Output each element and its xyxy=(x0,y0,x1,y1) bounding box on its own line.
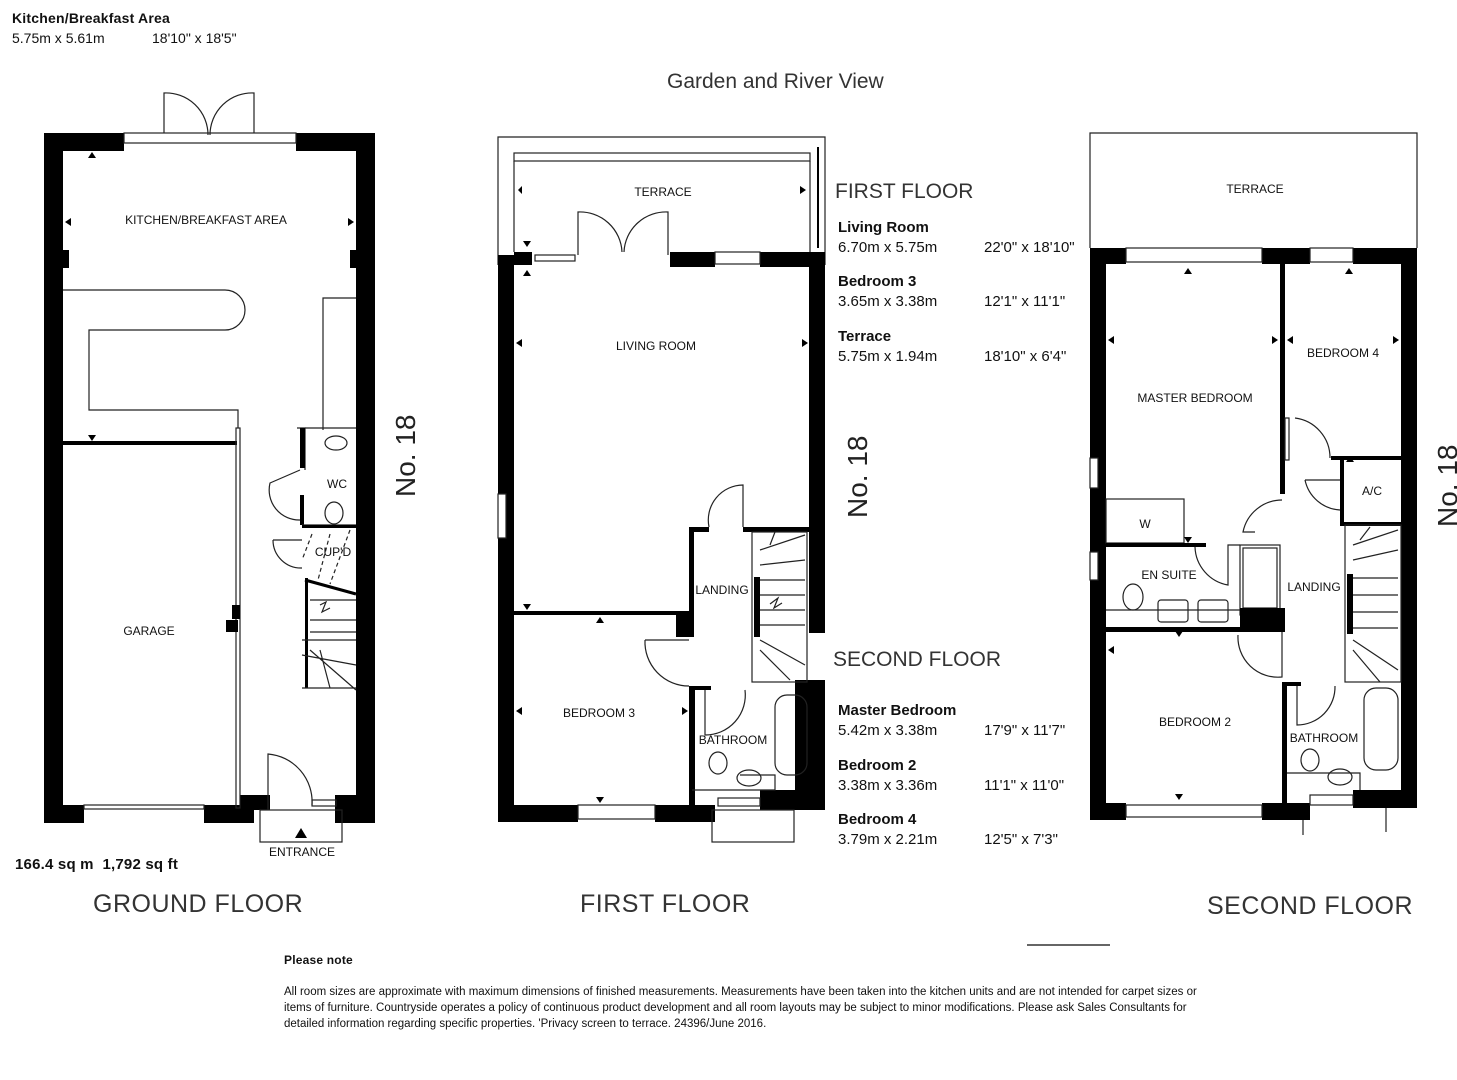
label-cupboard: CUP'D xyxy=(315,545,352,559)
legend-room-name: Terrace xyxy=(838,328,892,345)
label-en-suite: EN SUITE xyxy=(1141,568,1196,582)
feature-room-imperial: 18'10" x 18'5" xyxy=(152,30,237,46)
legend-room-name: Bedroom 4 xyxy=(838,811,917,828)
legend-first-floor-heading: FIRST FLOOR xyxy=(835,180,974,203)
label-garage: GARAGE xyxy=(123,624,174,638)
label-wc: WC xyxy=(327,477,347,491)
legend-room-metric: 5.42m x 3.38m xyxy=(838,722,938,739)
first-floor-plan xyxy=(497,136,826,843)
label-first-landing: LANDING xyxy=(695,583,748,597)
plot-number-first: No. 18 xyxy=(842,435,873,519)
label-second-terrace: TERRACE xyxy=(1226,182,1283,196)
label-living-room: LIVING ROOM xyxy=(616,339,696,353)
feature-room-name: Kitchen/Breakfast Area xyxy=(12,10,170,26)
label-first-bathroom: BATHROOM xyxy=(699,733,767,747)
first-floor-title: FIRST FLOOR xyxy=(580,890,751,918)
plot-number-ground: No. 18 xyxy=(390,414,421,498)
legend-room-imperial: 17'9" x 11'7" xyxy=(984,722,1066,739)
label-kitchen: KITCHEN/BREAKFAST AREA xyxy=(125,213,287,227)
legend-room-metric: 3.65m x 3.38m xyxy=(838,293,938,310)
legend-room-name: Living Room xyxy=(838,219,929,236)
legend-room-name: Bedroom 2 xyxy=(838,757,917,774)
legend-room-name: Bedroom 3 xyxy=(838,273,917,290)
legend-room-metric: 3.38m x 3.36m xyxy=(838,777,938,794)
label-second-bathroom: BATHROOM xyxy=(1290,731,1358,745)
legend-room-metric: 3.79m x 2.21m xyxy=(838,831,938,848)
legend-room-imperial: 11'1" x 11'0" xyxy=(984,777,1065,794)
total-area: 166.4 sq m 1,792 sq ft xyxy=(15,856,179,873)
legend-room-name: Master Bedroom xyxy=(838,702,957,719)
note-heading: Please note xyxy=(284,953,353,967)
label-bedroom-2: BEDROOM 2 xyxy=(1159,715,1231,729)
ground-floor-title: GROUND FLOOR xyxy=(93,890,304,918)
label-bedroom-3: BEDROOM 3 xyxy=(563,706,635,720)
label-first-terrace: TERRACE xyxy=(634,185,691,199)
label-master-bedroom: MASTER BEDROOM xyxy=(1137,391,1252,405)
label-entrance: ENTRANCE xyxy=(269,845,335,859)
second-floor-plan xyxy=(1089,132,1418,835)
label-bedroom-4: BEDROOM 4 xyxy=(1307,346,1379,360)
view-label: Garden and River View xyxy=(667,70,884,93)
legend-room-imperial: 12'5" x 7'3" xyxy=(984,831,1058,848)
label-second-landing: LANDING xyxy=(1287,580,1340,594)
second-floor-title: SECOND FLOOR xyxy=(1207,892,1414,920)
ground-floor-plan xyxy=(44,92,375,843)
label-wardrobe: W xyxy=(1139,517,1151,531)
legend-room-imperial: 22'0" x 18'10" xyxy=(984,239,1075,256)
feature-room-metric: 5.75m x 5.61m xyxy=(12,30,105,46)
legend-second-floor-heading: SECOND FLOOR xyxy=(833,648,1002,671)
plot-number-second: No. 18 xyxy=(1432,444,1457,528)
label-ac: A/C xyxy=(1362,484,1382,498)
note-body: All room sizes are approximate with maxi… xyxy=(284,986,1197,1030)
legend-room-imperial: 18'10" x 6'4" xyxy=(984,348,1067,365)
legend-room-metric: 6.70m x 5.75m xyxy=(838,239,938,256)
legend-room-metric: 5.75m x 1.94m xyxy=(838,348,938,365)
legend-room-imperial: 12'1" x 11'1" xyxy=(984,293,1066,310)
